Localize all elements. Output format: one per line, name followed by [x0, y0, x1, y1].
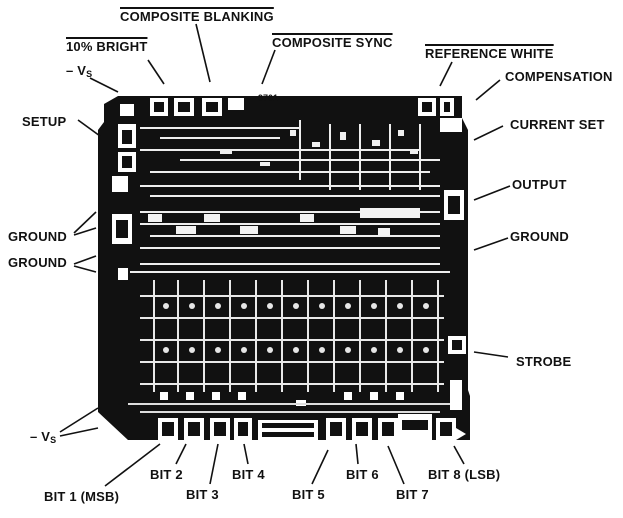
label-strobe: STROBE: [516, 354, 572, 369]
vs-symbol: – V: [30, 429, 51, 444]
label-current-set: CURRENT SET: [510, 117, 605, 132]
die-marking: 9701: [258, 93, 278, 103]
label-output: OUTPUT: [512, 177, 567, 192]
label-bit3: BIT 3: [186, 487, 219, 502]
label-ground-left-2: GROUND: [8, 255, 67, 270]
label-bit5: BIT 5: [292, 487, 325, 502]
label-compensation: COMPENSATION: [505, 69, 613, 84]
label-ground-right: GROUND: [510, 229, 569, 244]
label-reference-white: REFERENCE WHITE: [425, 46, 554, 61]
middle-circuit-traces: [130, 211, 450, 273]
leader-lines: [59, 23, 511, 487]
label-setup: SETUP: [22, 114, 67, 129]
die-body: [98, 96, 470, 440]
label-bit1: BIT 1 (MSB): [44, 489, 120, 504]
label-bit2: BIT 2: [150, 467, 183, 482]
vs-subscript: S: [50, 435, 57, 445]
label-minus-vs-bottom: – VS: [30, 430, 56, 445]
label-composite-sync: COMPOSITE SYNC: [272, 35, 393, 50]
label-10pct-bright: 10% BRIGHT: [66, 39, 148, 54]
bit-cell-array: [140, 280, 444, 392]
vs-subscript: S: [86, 69, 93, 79]
label-bit6: BIT 6: [346, 467, 379, 482]
label-composite-blanking: COMPOSITE BLANKING: [120, 9, 274, 24]
label-minus-vs-top: – VS: [66, 64, 92, 79]
upper-circuit-traces: [140, 120, 440, 197]
label-ground-left-1: GROUND: [8, 229, 67, 244]
label-bit4: BIT 4: [232, 467, 265, 482]
label-bit7: BIT 7: [396, 487, 429, 502]
label-bit8: BIT 8 (LSB): [428, 467, 501, 482]
vs-symbol: – V: [66, 63, 87, 78]
strobe-arrow-mark: [456, 428, 466, 440]
